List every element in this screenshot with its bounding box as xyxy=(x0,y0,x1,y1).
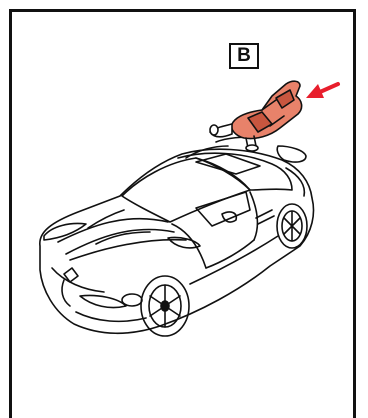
step-label: B xyxy=(237,45,251,67)
car-line-art xyxy=(40,149,314,336)
step-label-badge: B xyxy=(229,43,259,69)
instruction-illustration xyxy=(0,0,368,409)
insert-arrow xyxy=(306,84,338,98)
weapon-part xyxy=(210,81,302,151)
